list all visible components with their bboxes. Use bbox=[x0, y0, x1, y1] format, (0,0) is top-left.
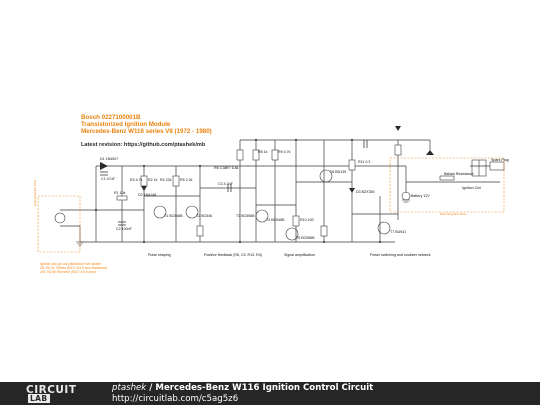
component-label-t3: T3 BC556B bbox=[236, 214, 255, 218]
title-line-2: Transistorized Ignition Module bbox=[81, 121, 171, 129]
component-label-d1: D1 1N4007 bbox=[100, 157, 119, 161]
pickup-notes: Ignition pick-up coil (distributor) fuel… bbox=[40, 262, 107, 274]
caption-signal-amplification: Signal amplification bbox=[284, 253, 315, 257]
title-line-1: Bosch 0227100001B bbox=[81, 114, 141, 121]
author-link[interactable]: ptashek bbox=[112, 383, 147, 393]
logo-lab-text: LAB bbox=[28, 394, 50, 403]
component-label-r7: R7 6.8k bbox=[226, 166, 239, 170]
schematic-canvas: Bosch 0227100001B Transistorized Ignitio… bbox=[34, 114, 509, 274]
component-label-t4: T4 BC546B bbox=[266, 218, 285, 222]
schematic-title-block: Bosch 0227100001B Transistorized Ignitio… bbox=[81, 114, 212, 136]
logo-circuit-text: CIRCUIT bbox=[26, 384, 77, 396]
circuitlab-logo[interactable]: CIRCUIT LAB bbox=[26, 384, 90, 403]
component-label-d2: D2 1N4148 bbox=[138, 193, 157, 197]
component-label-t2: T2 BC546 bbox=[196, 214, 213, 218]
component-label-t6: T6 BD139 bbox=[330, 170, 347, 174]
caption-power-switching: Power switching and snubber network bbox=[370, 253, 431, 257]
title-separator: / bbox=[146, 383, 156, 393]
component-label-t5: T5 BC556B bbox=[296, 236, 315, 240]
component-label-r3: R3 4.7k bbox=[130, 178, 143, 182]
component-label-coil: Ignition Coil bbox=[462, 186, 481, 190]
component-label-r8: R8 1k bbox=[258, 150, 268, 154]
external-pickup-label: External ignition Parts bbox=[34, 179, 37, 206]
footer-title-line: ptashek / Mercedes-Benz W116 Ignition Co… bbox=[112, 383, 373, 393]
component-label-t1: T1 BC546B bbox=[164, 214, 183, 218]
component-label-r2: R2 1k bbox=[148, 178, 158, 182]
circuit-title: Mercedes-Benz W116 Ignition Control Circ… bbox=[155, 383, 374, 393]
component-label-r9: R9 4.7k bbox=[278, 150, 291, 154]
pickup-note-3: 200-750 @ 900mmm (M117 4/4.5 ohm) bbox=[40, 270, 96, 274]
component-label-r11: R11 0.3 bbox=[358, 160, 371, 164]
pickup-note-1: Ignition pick-up coil (distributor) fuel… bbox=[40, 262, 102, 266]
revision-link-text: Latest revision: https://github.com/ptas… bbox=[81, 142, 206, 148]
component-label-r6: R6 3.3k bbox=[214, 166, 227, 170]
component-label-r10: R10 100 bbox=[300, 218, 314, 222]
title-line-3: Mercedes-Benz W116 series V8 (1972 - 198… bbox=[81, 128, 212, 136]
component-label-rb: Ballast Resistance bbox=[444, 172, 474, 176]
component-label-d3: D3 BZX350 bbox=[356, 190, 375, 194]
caption-pulse-shaping: Pulse shaping bbox=[148, 253, 171, 257]
external-ignition-label: External ignition Parts bbox=[440, 213, 467, 216]
component-label-bat: Battery 12V bbox=[411, 194, 430, 198]
circuit-url-link[interactable]: http://circuitlab.com/c5ag5z6 bbox=[112, 393, 239, 404]
circuitlab-footer: CIRCUIT LAB ptashek / Mercedes-Benz W116… bbox=[0, 382, 540, 405]
component-label-t7: T7 BU931 bbox=[390, 230, 407, 234]
pickup-note-2: 1N-750 @ 750mm (M117 4/4.5 ohm resistanc… bbox=[40, 266, 108, 270]
component-label-c3: C3 4.7nF bbox=[218, 182, 233, 186]
component-label-r4: R4 22k bbox=[160, 178, 172, 182]
component-label-c2: C2 100nF bbox=[116, 227, 132, 231]
component-label-c1: C1 47uF bbox=[101, 177, 115, 181]
caption-positive-feedback: Positive feedback (R6, C3, R13, R4) bbox=[204, 253, 262, 257]
component-label-r5: R5 2.2k bbox=[180, 178, 193, 182]
component-label-spark: Spark Plug bbox=[491, 158, 509, 162]
component-label-r1: R1 10k bbox=[114, 191, 126, 195]
schematic-wiring bbox=[37, 126, 505, 253]
